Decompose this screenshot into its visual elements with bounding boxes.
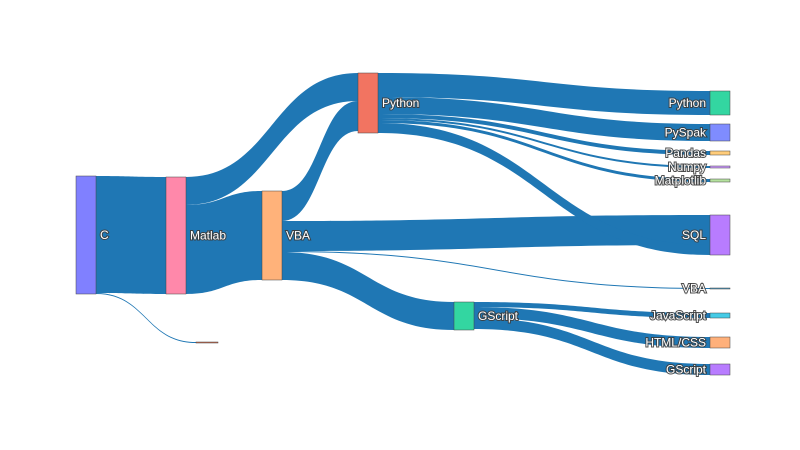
- node-gscript_out: [709, 363, 731, 376]
- node-pyspak: [709, 123, 731, 142]
- link-gscript_mid-to-htmlcss: [474, 307, 710, 348]
- nodes-layer: [75, 72, 731, 376]
- link-gscript_mid-to-javascript: [474, 302, 710, 318]
- node-label-vba: VBA: [286, 229, 310, 243]
- node-matlab: [165, 176, 187, 295]
- node-label-htmlcss: HTML/CSS: [645, 336, 706, 350]
- node-label-python_mid: Python: [382, 96, 419, 110]
- node-gscript_mid: [453, 301, 475, 331]
- node-label-pyspak: PySpak: [665, 126, 707, 140]
- node-label-pandas: Pandas: [665, 146, 706, 160]
- link-python_mid-to-numpy: [378, 118, 710, 168]
- node-label-vba_out: VBA: [682, 282, 706, 296]
- link-python_mid-to-python_out: [378, 73, 710, 115]
- link-vba-to-python_mid: [282, 101, 358, 221]
- link-vba-to-gscript_mid: [282, 252, 454, 330]
- link-python_mid-to-matplotlib: [378, 120, 710, 182]
- node-c: [75, 175, 97, 295]
- node-label-matlab: Matlab: [190, 229, 226, 243]
- node-label-gscript_mid: GScript: [478, 309, 519, 323]
- node-label-sql: SQL: [682, 228, 706, 242]
- node-label-gscript_out: GScript: [666, 363, 707, 377]
- node-javascript: [709, 312, 731, 319]
- links-layer: [96, 73, 710, 375]
- node-pandas: [709, 150, 731, 156]
- node-vba: [261, 190, 283, 281]
- node-python_mid: [357, 72, 379, 134]
- link-python_mid-to-pandas: [378, 114, 710, 155]
- node-matplotlib: [709, 178, 731, 183]
- node-label-python_out: Python: [669, 96, 706, 110]
- link-matlab-to-python_mid: [186, 73, 358, 205]
- node-label-numpy: Numpy: [668, 160, 706, 174]
- node-htmlcss: [709, 336, 731, 349]
- node-sql: [709, 214, 731, 256]
- node-python_out: [709, 90, 731, 116]
- node-label-c: C: [100, 228, 109, 242]
- node-unlabeled: [195, 341, 219, 344]
- link-c-to-matlab: [96, 176, 166, 294]
- node-vba_out: [709, 287, 731, 290]
- link-python_mid-to-pyspak: [378, 97, 710, 141]
- node-numpy: [709, 165, 731, 169]
- node-label-javascript: JavaScript: [650, 309, 707, 323]
- link-gscript_mid-to-gscript_out: [474, 318, 710, 375]
- node-label-matplotlib: Matplotlib: [655, 174, 707, 188]
- link-python_mid-to-sql: [378, 123, 710, 255]
- link-c-to-unlabeled: [96, 293, 196, 343]
- link-vba-to-vba_out: [282, 251, 710, 289]
- link-matlab-to-vba: [186, 191, 262, 294]
